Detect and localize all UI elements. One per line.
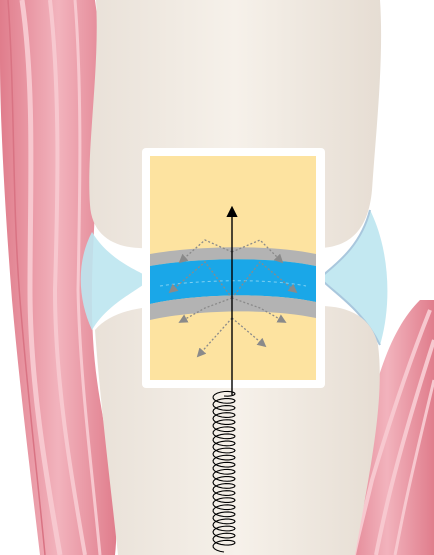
magnified-joint-inset (142, 148, 325, 388)
